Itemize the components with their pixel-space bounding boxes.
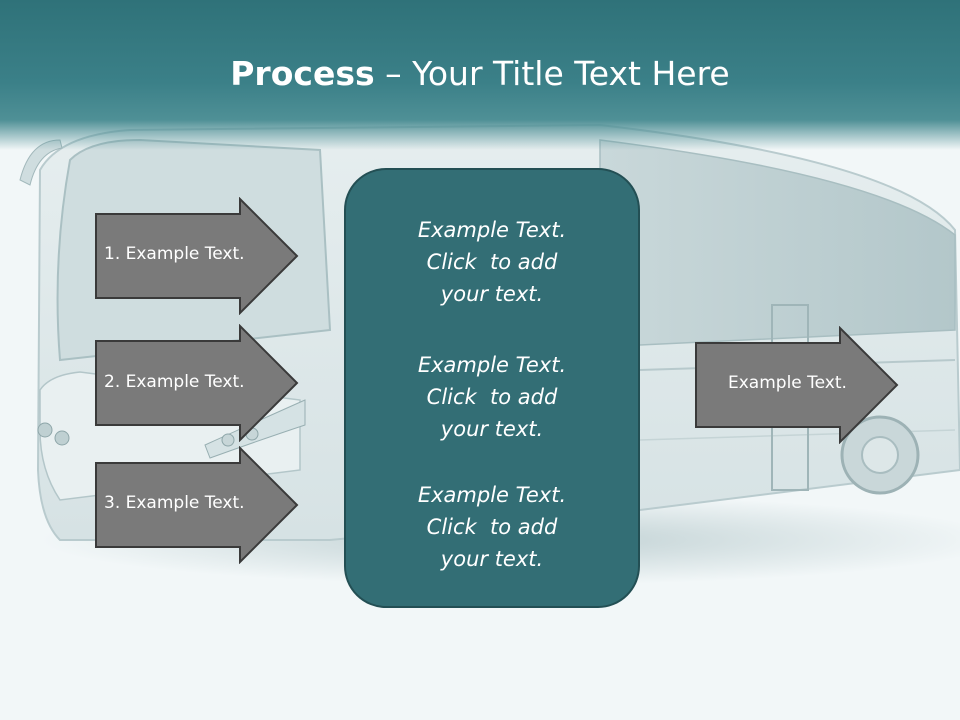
right-arrow-label: Example Text. [728,373,847,393]
left-arrow-2 [95,324,299,442]
center-block-2-line-3: your text. [440,417,544,441]
center-block-2: Example Text. Click to add your text. [346,349,638,445]
center-block-3-line-1: Example Text. [417,483,567,507]
title-rest: – Your Title Text Here [374,54,730,93]
center-block-2-line-2: Click to add [426,385,558,409]
title-bold: Process [230,54,375,93]
center-block-3-line-3: your text. [440,547,544,571]
left-arrow-1-label: 1. Example Text. [104,244,245,264]
center-block-2-line-1: Example Text. [417,353,567,377]
center-block-1-line-1: Example Text. [417,218,567,242]
left-arrow-3-label: 3. Example Text. [104,493,245,513]
center-block-1: Example Text. Click to add your text. [346,214,638,310]
center-block-1-line-2: Click to add [426,250,558,274]
left-arrow-3 [95,446,299,564]
right-arrow [695,326,899,444]
header-band [0,0,960,150]
left-arrow-2-label: 2. Example Text. [104,372,245,392]
center-block-3-line-2: Click to add [426,515,558,539]
center-block-3: Example Text. Click to add your text. [346,479,638,575]
center-text-box: Example Text. Click to add your text. Ex… [344,168,640,608]
left-arrow-1 [95,197,299,315]
center-block-1-line-3: your text. [440,282,544,306]
slide-title: Process – Your Title Text Here [0,52,960,96]
